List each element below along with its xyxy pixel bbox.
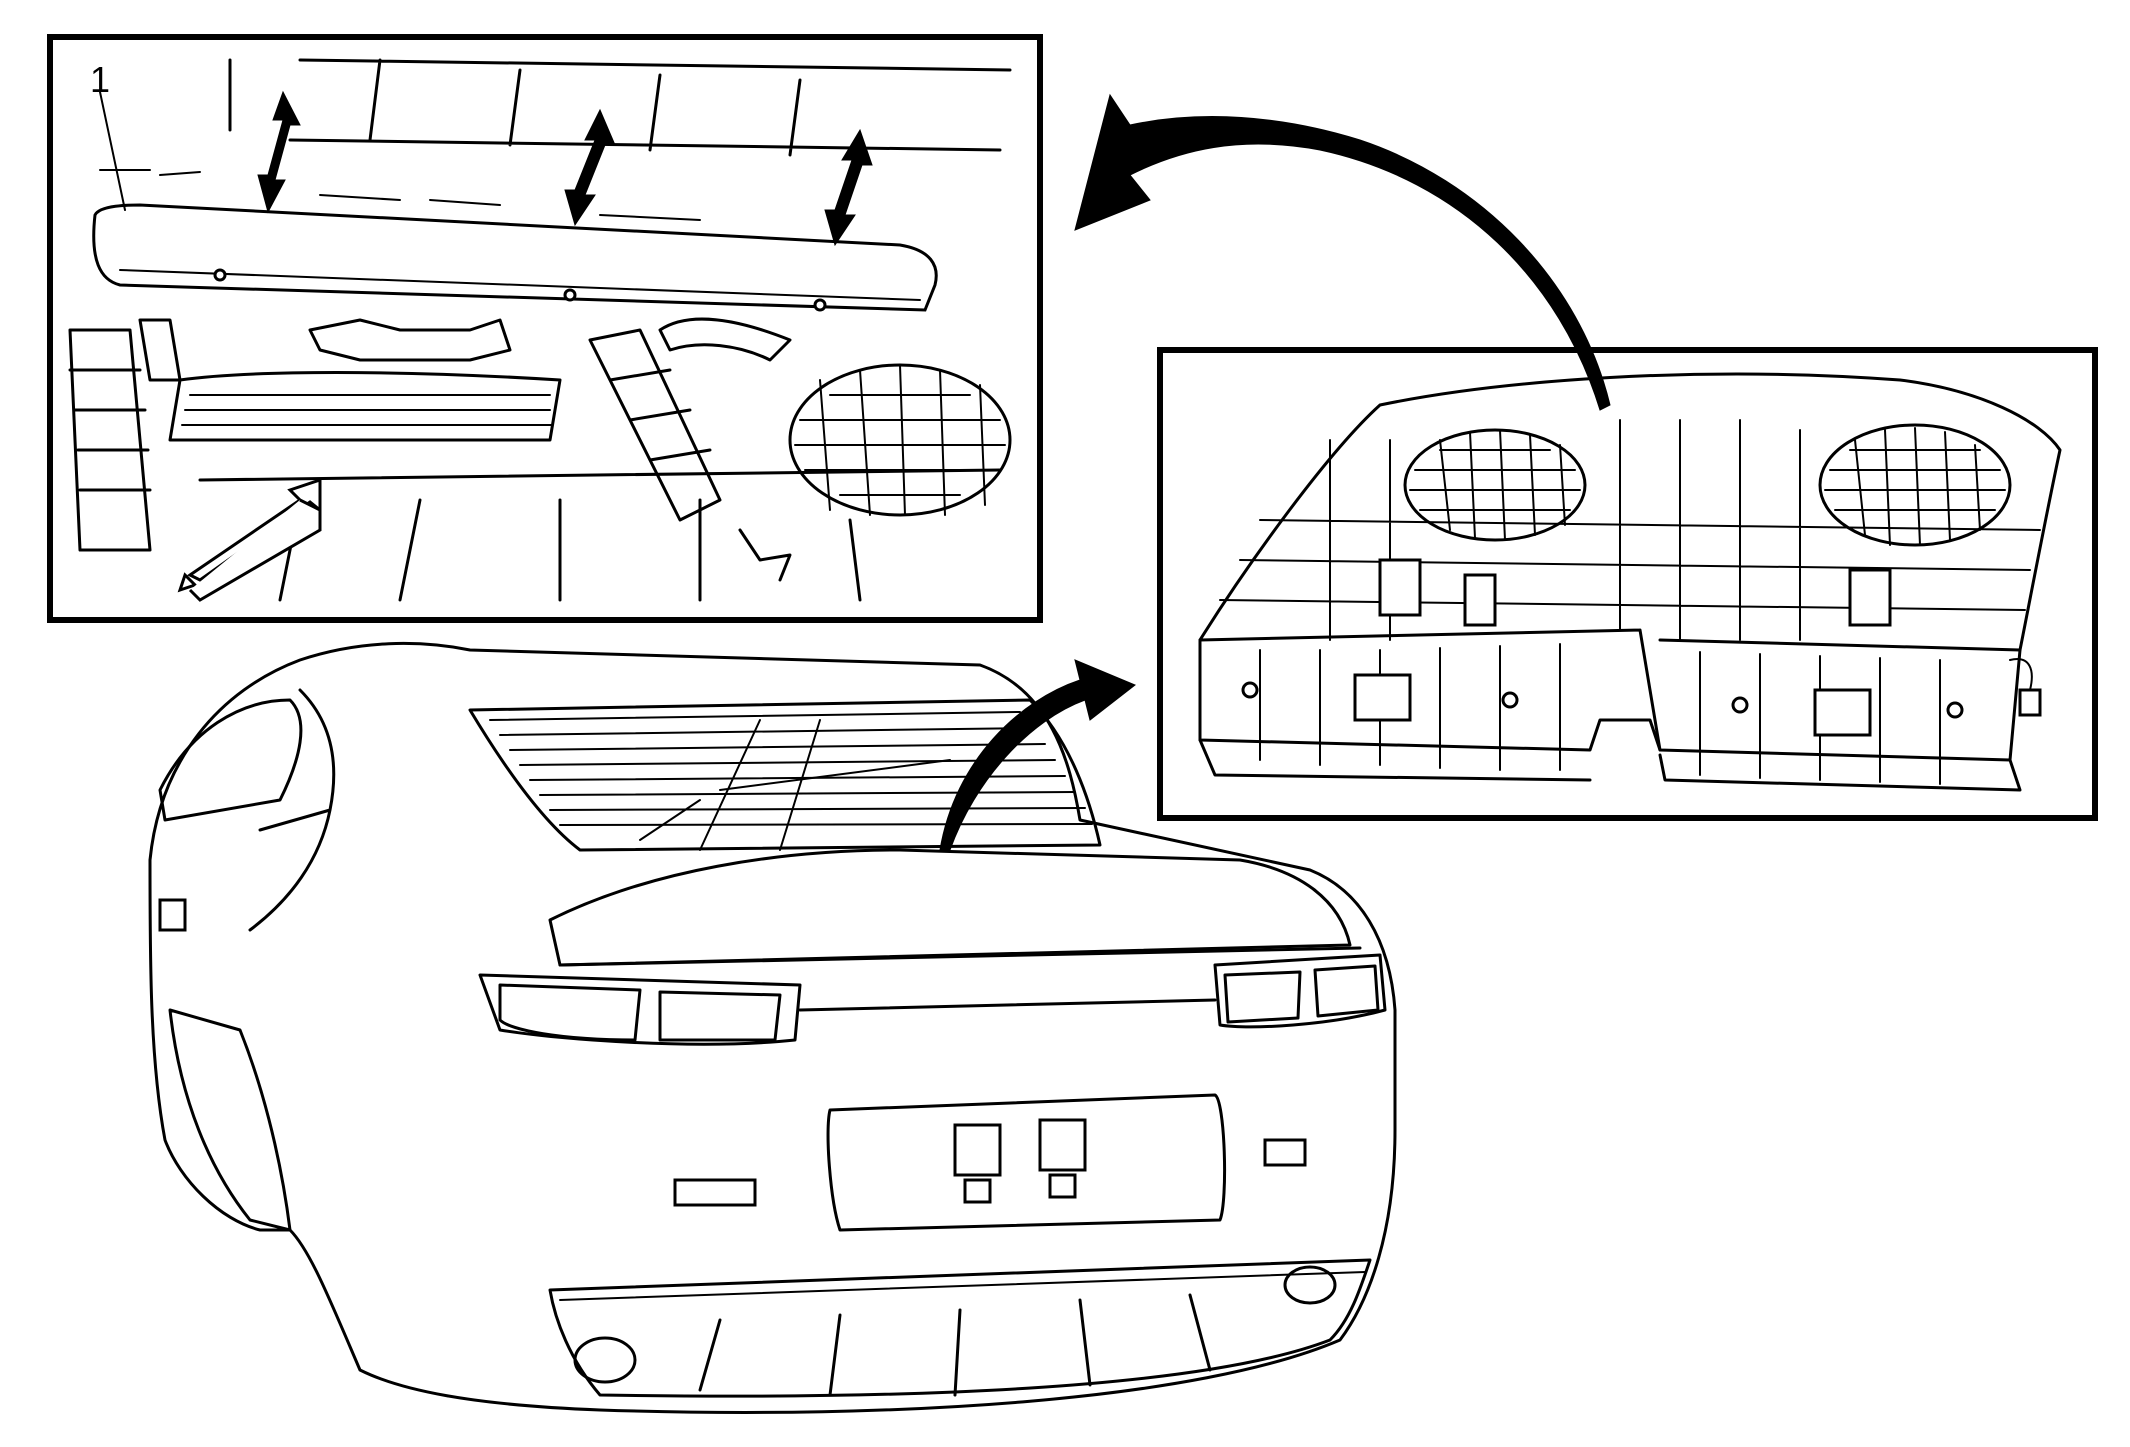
wheel-well: [168, 1008, 292, 1232]
clip-right: [1848, 568, 1892, 627]
rear-window: [468, 698, 1102, 852]
clip-left: [1378, 558, 1422, 617]
arrow-to-inset-left: [1074, 93, 1611, 411]
up-down-arrow-2: [564, 108, 616, 227]
license-lamp-right: [1038, 1118, 1087, 1199]
reflector-right: [1263, 1138, 1307, 1167]
exhaust-right: [1283, 1265, 1337, 1305]
arrow-to-inset-right: [939, 659, 1136, 851]
rear-window-trim-panel: [92, 203, 938, 312]
tail-light-left: [478, 973, 802, 1046]
up-down-arrow-1: [257, 90, 301, 214]
inset-detail-right: [1157, 347, 2098, 821]
trunk-lid: [548, 848, 1352, 967]
side-window: [158, 698, 303, 822]
harness-connector: [2018, 688, 2042, 717]
tail-light-right: [1213, 953, 1387, 1029]
car-body-outline: [148, 641, 1397, 1414]
bracket-right: [1813, 688, 1872, 737]
reflector-left: [673, 1178, 757, 1207]
inset-detail-top-left: [47, 34, 1043, 623]
license-lamp-left: [953, 1123, 1002, 1204]
forward-direction-arrow: [177, 477, 322, 602]
speaker-grille-right: [1818, 423, 2012, 547]
license-plate-recess: [826, 1093, 1227, 1232]
inset-frame-left: [47, 34, 1043, 623]
speaker-grille-left: [1403, 428, 1587, 542]
exhaust-left: [573, 1336, 637, 1384]
vehicle-rear-illustration: [148, 641, 1397, 1414]
callout-1-leader: [99, 91, 126, 211]
rear-package-shelf-panel: [1198, 372, 2062, 762]
rear-bumper-diffuser: [548, 1258, 1372, 1398]
clip-center-left: [1463, 573, 1497, 627]
up-down-arrow-3: [824, 128, 873, 247]
inset-frame-right: [1157, 347, 2098, 821]
callout-label-1: 1: [90, 59, 111, 100]
bracket-left: [1353, 673, 1412, 722]
